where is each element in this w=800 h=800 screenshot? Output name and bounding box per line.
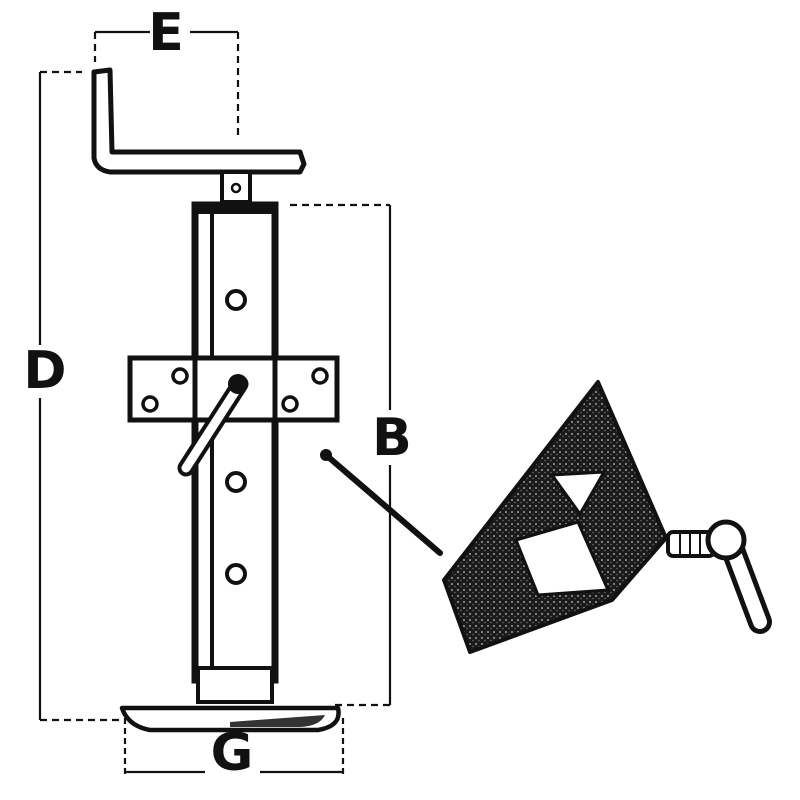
bolt-hole (141, 395, 159, 413)
swivel-pin-hole (230, 182, 242, 194)
label-e: E (148, 3, 184, 63)
label-g: G (211, 723, 254, 783)
dimension-g (123, 718, 345, 778)
locking-handle (181, 379, 245, 473)
foot-plate-shading (230, 715, 325, 727)
adjustment-holes (225, 289, 247, 585)
top-support-bracket (91, 67, 307, 175)
bolt-hole (281, 395, 299, 413)
bolt-hole (311, 367, 329, 385)
clamp-bolt (666, 519, 772, 634)
locking-handle-pivot (228, 374, 248, 394)
adjustment-hole (225, 289, 247, 311)
adjustment-hole (225, 471, 247, 493)
reflector-inner-diamond (513, 520, 611, 597)
bracket-bolt-holes (141, 367, 329, 413)
reflector-body (442, 380, 668, 654)
reflector-pointer-dot (320, 449, 332, 461)
bracket-plate-right (272, 355, 340, 423)
bolt-head (705, 519, 747, 561)
bracket-plate-left (127, 355, 201, 423)
label-b: B (372, 408, 412, 468)
dimension-b (290, 203, 392, 707)
warning-reflector (442, 380, 668, 654)
reflector-pointer-line (323, 452, 443, 556)
dimension-d (38, 70, 125, 722)
adjustment-hole (225, 563, 247, 585)
bolt-hole (171, 367, 189, 385)
dimension-e (93, 30, 240, 140)
tube-lower-section (196, 666, 274, 704)
label-d: D (23, 341, 66, 401)
tube-top-cap (197, 202, 273, 214)
reflector-inner-triangle (549, 470, 607, 517)
